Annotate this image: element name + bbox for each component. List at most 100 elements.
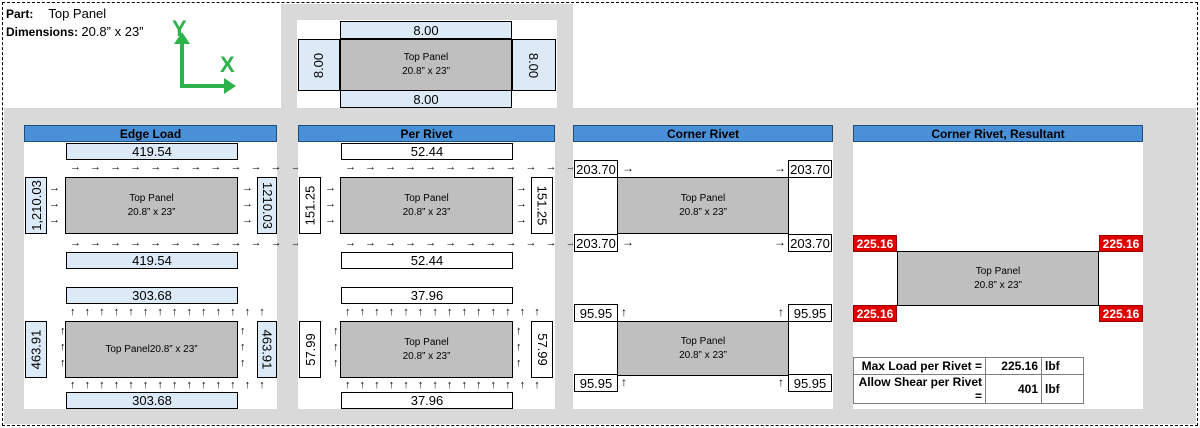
summary-table: Max Load per Rivet = 225.16 lbf Allow Sh…	[853, 357, 1084, 404]
rivet-x-bottom: 52.44	[341, 252, 513, 269]
rivet-x-bottom-arrows: → → → → → → → → → → → →	[345, 237, 580, 249]
panel-name: Top Panel	[975, 265, 1021, 277]
edge-y-left-text: 463.91	[28, 329, 44, 370]
part-info: Part: Top Panel Dimensions: 20.8” x 23”	[6, 5, 144, 41]
corner-rivet-header: Corner Rivet	[573, 125, 833, 142]
edge-x-right-arrows: →→→	[242, 182, 253, 226]
corner-x-tr: 203.70	[788, 160, 832, 178]
preview-right-value: 8.00	[512, 39, 556, 91]
edge-load-header: Edge Load	[24, 125, 277, 142]
rivet-y-right-arrows: ↑↑↑	[516, 325, 522, 369]
dimensions-value: 20.8” x 23”	[81, 24, 144, 39]
corner-y-tr-arrow: ↑	[778, 305, 784, 319]
edge-y-right: 463.91	[257, 321, 277, 378]
panel-size: 20.8” x 23”	[974, 279, 1022, 291]
corner-y-tr: 95.95	[788, 304, 832, 322]
allow-shear-value: 401	[985, 374, 1042, 404]
corner-x-br: 203.70	[788, 234, 832, 252]
edge-x-top: 419.54	[66, 143, 238, 160]
max-load-label: Max Load per Rivet =	[853, 357, 986, 375]
resultant-tl: 225.16	[853, 235, 897, 252]
resultant-br: 225.16	[1099, 305, 1143, 322]
edge-x-right: 1210.03	[257, 177, 277, 234]
edge-y-right-text: 463.91	[259, 329, 275, 370]
corner-y-br-arrow: ↑	[778, 375, 784, 389]
max-load-value: 225.16	[985, 357, 1042, 375]
rivet-x-panel: Top Panel 20.8” x 23”	[340, 177, 513, 234]
preview-panel: Top Panel 20.8” x 23”	[340, 39, 512, 91]
rivet-y-top-arrows: ↑ ↑ ↑ ↑ ↑ ↑ ↑ ↑ ↑ ↑ ↑ ↑ ↑ ↑	[345, 306, 543, 318]
panel-name: Top Panel	[404, 192, 449, 204]
panel-size: 20.8” x 23”	[402, 206, 451, 218]
part-value: Top Panel	[48, 6, 107, 21]
corner-y-bl-arrow: ↑	[621, 375, 627, 389]
rivet-x-left-arrows: →→→	[325, 182, 336, 226]
edge-y-top: 303.68	[66, 287, 238, 304]
axes-icon: Y X	[170, 16, 245, 96]
rivet-x-right-text: 151.25	[534, 185, 550, 226]
corner-x-tl: 203.70	[574, 160, 618, 178]
rivet-y-top: 37.96	[341, 287, 513, 304]
resultant-bl: 225.16	[853, 305, 897, 322]
corner-x-tl-arrow: →	[622, 161, 634, 175]
edge-x-left: 1,210.03	[25, 177, 47, 234]
corner-x-bl: 203.70	[574, 234, 618, 252]
panel-name: Top Panel	[680, 192, 726, 204]
resultant-tr: 225.16	[1099, 235, 1143, 252]
edge-x-panel: Top Panel 20.8” x 23”	[65, 177, 238, 234]
panel-size: 20.8” x 23”	[127, 206, 176, 218]
edge-x-left-text: 1,210.03	[28, 180, 44, 231]
panel-size: 20.8” x 23”	[679, 349, 727, 361]
rivet-y-left-arrows: ↑↑↑	[333, 325, 339, 369]
rivet-y-left: 57.99	[299, 321, 321, 378]
edge-y-bottom-arrows: ↑ ↑ ↑ ↑ ↑ ↑ ↑ ↑ ↑ ↑ ↑ ↑ ↑ ↑	[70, 379, 268, 391]
rivet-x-right-arrows: →→→	[516, 182, 527, 226]
resultant-panel: Top Panel 20.8” x 23”	[897, 251, 1099, 306]
panel-name: Top Panel	[403, 52, 449, 63]
resultant-header: Corner Rivet, Resultant	[853, 125, 1143, 142]
panel-size: 20.8” x 23”	[402, 350, 451, 362]
edge-x-right-text: 1210.03	[259, 182, 275, 229]
edge-y-left: 463.91	[25, 321, 47, 378]
panel-name: Top Panel	[404, 336, 449, 348]
rivet-y-panel: Top Panel 20.8” x 23”	[340, 321, 513, 378]
rivet-x-left-text: 151.25	[302, 185, 318, 226]
edge-x-bottom-arrows: → → → → → → → → → → → →	[70, 237, 305, 249]
corner-x-br-arrow: →	[774, 235, 786, 249]
corner-y-tl-arrow: ↑	[621, 305, 627, 319]
edge-y-bottom: 303.68	[66, 392, 238, 409]
part-label: Part:	[6, 7, 34, 21]
corner-y-panel: Top Panel 20.8” x 23”	[617, 321, 789, 376]
rivet-y-right: 57.99	[531, 321, 553, 378]
max-load-unit: lbf	[1041, 357, 1084, 375]
preview-right-text: 8.00	[526, 52, 542, 78]
allow-shear-unit: lbf	[1041, 374, 1084, 404]
edge-y-left-arrows: ↑↑↑	[60, 325, 66, 369]
panel-name: Top Panel	[129, 192, 174, 204]
rivet-x-top-arrows: → → → → → → → → → → → →	[345, 161, 580, 173]
preview-left-value: 8.00	[298, 39, 340, 91]
edge-x-left-arrows: →→→	[49, 182, 60, 226]
edge-y-right-arrows: ↑↑↑	[240, 325, 246, 369]
panel-name: Top Panel	[680, 335, 726, 347]
allow-shear-label: Allow Shear per Rivet =	[853, 374, 986, 404]
rivet-x-left: 151.25	[299, 177, 321, 234]
corner-y-tl: 95.95	[574, 304, 618, 322]
x-axis-label: X	[220, 52, 235, 77]
preview-top-value: 8.00	[340, 21, 512, 39]
corner-x-bl-arrow: →	[622, 235, 634, 249]
corner-x-panel: Top Panel 20.8” x 23”	[617, 177, 789, 234]
per-rivet-header: Per Rivet	[298, 125, 555, 142]
rivet-y-bottom: 37.96	[341, 392, 513, 409]
corner-y-br: 95.95	[788, 374, 832, 392]
rivet-x-top: 52.44	[341, 143, 513, 160]
rivet-y-left-text: 57.99	[302, 333, 318, 366]
preview-left-text: 8.00	[311, 52, 327, 78]
dimensions-label: Dimensions:	[6, 25, 79, 39]
rivet-y-right-text: 57.99	[534, 333, 550, 366]
preview-bottom-value: 8.00	[340, 90, 512, 108]
edge-x-top-arrows: → → → → → → → → → → → →	[70, 161, 305, 173]
panel-size: 20.8” x 23”	[402, 66, 450, 77]
edge-y-top-arrows: ↑ ↑ ↑ ↑ ↑ ↑ ↑ ↑ ↑ ↑ ↑ ↑ ↑ ↑	[70, 306, 268, 318]
